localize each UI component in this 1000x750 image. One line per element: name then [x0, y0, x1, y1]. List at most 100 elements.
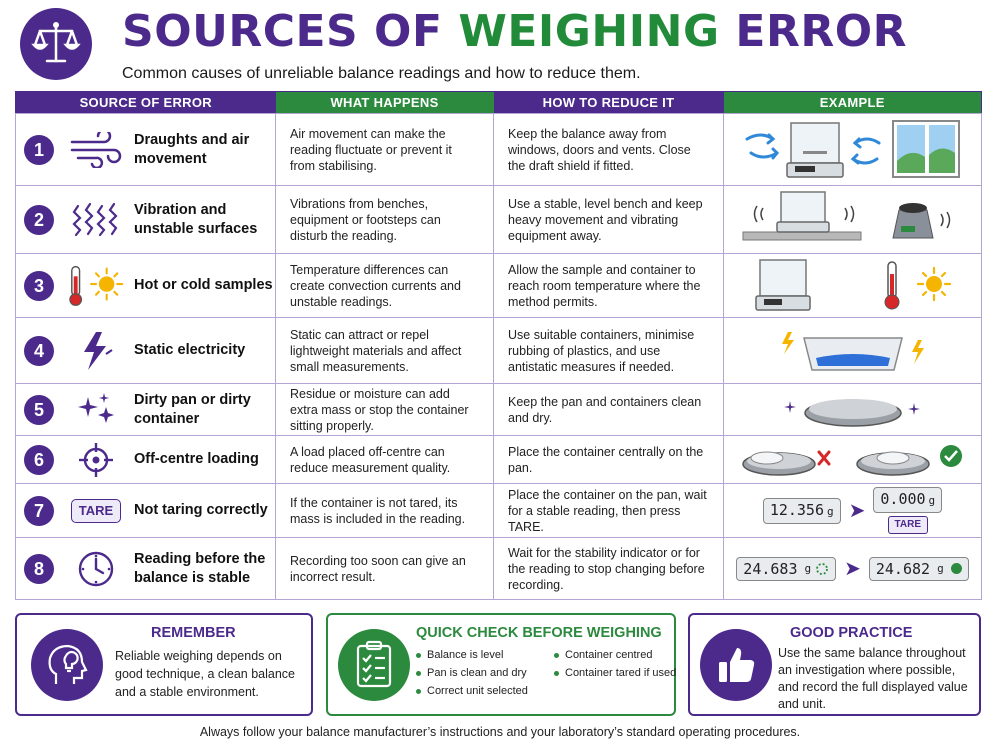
clock-icon [66, 549, 126, 589]
thermometer-icon [884, 260, 899, 309]
title-part-2: WEIGHING [458, 6, 720, 57]
what-happens-cell: Recording too soon can give an incorrect… [275, 537, 494, 600]
good-practice-title: GOOD PRACTICE [790, 625, 913, 641]
list-item-text: Pan is clean and dry [427, 667, 527, 679]
source-label: Off-centre loading [134, 451, 259, 467]
source-label: Reading before the balance is stable [134, 550, 266, 586]
thumbs-up-icon [700, 629, 772, 701]
row-number: 7 [24, 495, 54, 526]
remember-title: REMEMBER [151, 625, 236, 641]
source-label: Dirty pan or dirty container [134, 391, 251, 427]
row-number: 8 [24, 553, 54, 584]
table-row: 3 Hot or cold [15, 253, 982, 318]
what-happens-cell: Static can attract or repel lightweight … [275, 317, 494, 384]
good-practice-body: Use the same balance throughout an inves… [778, 646, 968, 711]
header-source: SOURCE OF ERROR [15, 91, 276, 114]
table-header-row: SOURCE OF ERROR WHAT HAPPENS HOW TO REDU… [15, 91, 982, 114]
list-item-text: Container tared if used [565, 667, 677, 679]
how-to-reduce-cell: Keep the balance away from windows, door… [493, 113, 724, 186]
source-label: Static electricity [134, 342, 246, 358]
how-to-reduce-cell: Keep the pan and containers clean and dr… [493, 383, 724, 436]
row-number: 2 [24, 204, 54, 235]
pan-centred-icon [855, 451, 930, 476]
balance-icon [754, 258, 811, 311]
balance-icon [785, 121, 844, 178]
list-item-text: Balance is level [427, 649, 504, 661]
how-to-reduce-cell: Place the container on the pan, wait for… [493, 483, 724, 538]
balance-icon [775, 190, 830, 233]
example-draught [724, 117, 981, 183]
table-row: 4 Static electricity Static can attract … [15, 317, 982, 384]
display-unit: g [804, 561, 812, 575]
what-happens-cell: Residue or moisture can add extra mass o… [275, 383, 494, 436]
list-item: Correct unit selected [416, 685, 554, 697]
source-label: Not taring correctly [134, 502, 268, 518]
how-to-reduce-cell: Use suitable containers, minimise rubbin… [493, 317, 724, 384]
remember-body: Reliable weighing depends on good techni… [115, 649, 296, 699]
how-to-reduce-cell: Use a stable, level bench and keep heavy… [493, 185, 724, 254]
how-to-reduce-cell: Wait for the stability indicator or for … [493, 537, 724, 600]
remember-box: REMEMBER Reliable weighing depends on go… [15, 613, 313, 716]
head-lightbulb-icon [31, 629, 103, 701]
example-dirty-pan [724, 387, 981, 433]
plastic-container-icon [802, 336, 903, 371]
display-unit: g [937, 561, 944, 575]
what-happens-cell: A load placed off-centre can reduce meas… [275, 435, 494, 484]
title-part-1: SOURCES OF [122, 6, 459, 57]
source-label: Draughts and air movement [134, 131, 250, 167]
row-number: 4 [24, 335, 54, 366]
thermometer-sun-icon [66, 264, 126, 308]
table-row: 2 Vibration and unstable surfaces Vibrat… [15, 185, 982, 254]
page-subtitle: Common causes of unreliable balance read… [122, 65, 641, 82]
list-item: Balance is level [416, 649, 554, 661]
what-happens-cell: If the container is not tared, its mass … [275, 483, 494, 538]
tare-icon-label: TARE [70, 498, 122, 523]
list-item: Container centred [554, 649, 686, 661]
row-number: 6 [24, 444, 54, 475]
source-label: Hot or cold samples [134, 277, 273, 293]
what-happens-cell: Temperature differences can create conve… [275, 253, 494, 318]
example-vibration [724, 188, 981, 252]
error-table: SOURCE OF ERROR WHAT HAPPENS HOW TO REDU… [15, 91, 982, 600]
what-happens-cell: Air movement can make the reading fluctu… [275, 113, 494, 186]
clipboard-check-icon [338, 629, 410, 701]
header-what: WHAT HAPPENS [275, 91, 494, 114]
good-practice-box: GOOD PRACTICE Use the same balance throu… [688, 613, 981, 716]
header-example: EXAMPLE [723, 91, 982, 114]
list-item-text: Container centred [565, 649, 653, 661]
arrow-right-icon: ➤ [844, 557, 861, 580]
tare-icon: TARE [66, 498, 126, 523]
scales-logo [20, 8, 92, 80]
pan-icon [803, 398, 902, 427]
scales-icon [31, 22, 81, 63]
airflow-arrow-icon [745, 133, 880, 164]
crosshair-icon [66, 442, 126, 478]
table-row: 1 Draughts and air movement Air movement… [15, 113, 982, 186]
what-happens-cell: Vibrations from benches, equipment or fo… [275, 185, 494, 254]
arrow-right-icon: ➤ [848, 499, 866, 522]
example-static [724, 322, 981, 380]
stability-indicator-icon [950, 563, 962, 574]
row-number: 5 [24, 394, 54, 425]
table-row: 6 Off-centre loading A load placed off-c… [15, 435, 982, 484]
cross-icon [817, 450, 830, 465]
header-how: HOW TO REDUCE IT [493, 91, 724, 114]
check-icon [939, 444, 962, 467]
display-value: 12.356 [769, 500, 824, 519]
source-label: Vibration and unstable surfaces [134, 201, 258, 237]
lightning-icon [66, 330, 126, 372]
pan-offcentre-icon [741, 451, 816, 476]
list-item-text: Correct unit selected [427, 685, 528, 697]
display-unit: g [928, 494, 936, 507]
vortex-mixer-icon [891, 202, 934, 238]
page-title: SOURCES OF WEIGHING ERROR [122, 6, 907, 57]
tare-button-label: TARE [887, 516, 929, 534]
row-number: 1 [24, 134, 54, 165]
example-temperature [724, 256, 981, 316]
